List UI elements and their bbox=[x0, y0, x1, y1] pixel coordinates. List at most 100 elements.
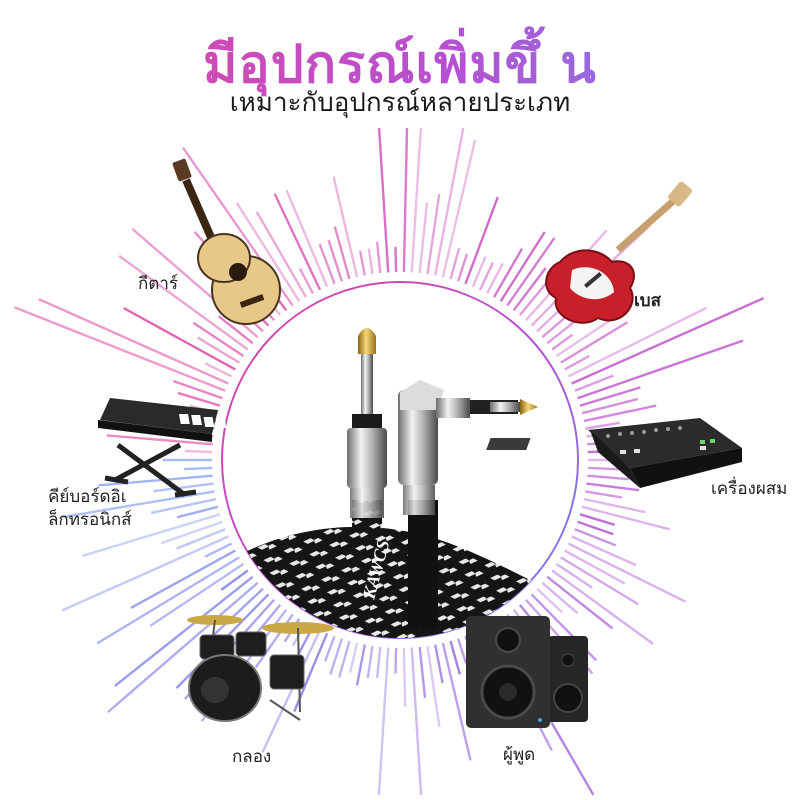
sound-wave-ray bbox=[204, 362, 233, 378]
sound-wave-ray bbox=[418, 202, 429, 274]
sound-wave-ray bbox=[366, 645, 374, 679]
sound-wave-ray bbox=[197, 336, 240, 364]
sound-wave-ray bbox=[574, 374, 614, 392]
label-drums: กลอง bbox=[232, 747, 272, 767]
sound-wave-ray bbox=[130, 549, 236, 609]
mixer-image bbox=[486, 418, 742, 488]
label-guitar: กีตาร์ bbox=[138, 274, 179, 294]
sound-wave-ray bbox=[581, 505, 671, 531]
sound-wave-ray bbox=[499, 231, 546, 302]
label-speaker: ผู้พูด bbox=[503, 745, 536, 765]
sound-wave-ray bbox=[564, 549, 626, 585]
sound-wave-ray bbox=[207, 587, 264, 641]
sound-wave-ray bbox=[298, 268, 314, 294]
sound-wave-ray bbox=[13, 306, 226, 392]
sound-wave-ray bbox=[318, 243, 336, 285]
sound-wave-ray bbox=[273, 193, 322, 291]
sound-wave-ray bbox=[583, 497, 646, 514]
drum-kit-image bbox=[187, 615, 334, 722]
sound-wave-ray bbox=[486, 262, 504, 294]
sound-wave-ray bbox=[426, 645, 441, 728]
sound-wave-ray bbox=[160, 520, 223, 545]
label-keyboard-line2: ล็กทรอนิกส์ bbox=[48, 510, 132, 530]
sound-wave-ray bbox=[546, 575, 614, 630]
electric-guitar-image bbox=[545, 181, 692, 324]
sound-wave-ray bbox=[61, 535, 229, 612]
sound-wave-ray bbox=[577, 520, 614, 536]
sound-wave-ray bbox=[204, 542, 233, 558]
sound-wave-ray bbox=[402, 647, 407, 707]
sound-wave-ray bbox=[441, 642, 472, 761]
sound-wave-ray bbox=[329, 638, 344, 675]
sound-wave-ray bbox=[560, 556, 639, 606]
sound-wave-ray bbox=[456, 253, 469, 282]
sound-wave-ray bbox=[506, 237, 556, 307]
sound-wave-ray bbox=[512, 267, 547, 312]
sound-wave-ray bbox=[375, 241, 382, 274]
sound-wave-ray bbox=[478, 262, 494, 291]
sound-wave-ray bbox=[338, 640, 351, 678]
sound-wave-ray bbox=[402, 127, 409, 273]
sound-wave-ray bbox=[577, 339, 744, 400]
sound-wave-ray bbox=[150, 497, 217, 515]
sound-wave-ray bbox=[585, 421, 620, 430]
sound-wave-ray bbox=[567, 306, 707, 378]
sound-wave-ray bbox=[418, 646, 427, 699]
sound-wave-ray bbox=[38, 298, 229, 385]
sound-wave-ray bbox=[492, 248, 524, 298]
sound-wave-ray bbox=[579, 513, 616, 526]
sound-wave-ray bbox=[434, 644, 444, 684]
sound-wave-ray bbox=[410, 127, 423, 273]
sound-wave-ray bbox=[464, 196, 499, 285]
sound-wave-ray bbox=[220, 569, 249, 591]
sound-wave-ray bbox=[153, 482, 214, 493]
sound-wave-ray bbox=[261, 629, 322, 753]
sound-wave-ray bbox=[571, 535, 637, 567]
sound-wave-ray bbox=[586, 482, 640, 492]
sound-wave-ray bbox=[98, 474, 213, 487]
label-mixer: เครื่องผสม bbox=[711, 479, 788, 499]
sound-wave-ray bbox=[123, 307, 236, 371]
sound-wave-ray bbox=[348, 642, 359, 673]
sound-wave-ray bbox=[217, 315, 254, 345]
sound-wave-ray bbox=[410, 647, 423, 796]
sound-wave-ray bbox=[172, 379, 223, 400]
sound-wave-ray bbox=[255, 211, 308, 298]
sound-wave-ray bbox=[564, 354, 590, 371]
sound-wave-ray bbox=[585, 490, 623, 499]
sound-wave-ray bbox=[327, 239, 344, 282]
sound-wave-ray bbox=[587, 474, 629, 481]
sound-wave-ray bbox=[355, 644, 366, 686]
sound-wave-ray bbox=[567, 542, 686, 603]
sound-wave-ray bbox=[551, 333, 574, 351]
cable-image bbox=[222, 328, 578, 638]
sound-wave-ray bbox=[560, 321, 629, 364]
sound-wave-ray bbox=[192, 321, 245, 357]
sound-wave-ray bbox=[96, 556, 240, 645]
page-title: มีอุปกรณ์เพิ่มขึ้ น bbox=[0, 22, 800, 105]
sound-wave-ray bbox=[107, 581, 259, 714]
sound-wave-ray bbox=[114, 575, 254, 687]
sound-wave-ray bbox=[176, 528, 226, 550]
acoustic-guitar-image bbox=[172, 158, 281, 325]
sound-wave-ray bbox=[579, 386, 641, 407]
sound-wave-ray bbox=[184, 449, 213, 454]
sound-wave-ray bbox=[449, 247, 461, 280]
keyboard-image bbox=[98, 398, 276, 498]
sound-wave-ray bbox=[449, 640, 461, 675]
sound-wave-ray bbox=[332, 176, 359, 278]
sound-wave-ray bbox=[235, 202, 301, 302]
sound-wave-ray bbox=[394, 246, 398, 273]
sound-wave-ray bbox=[324, 635, 336, 662]
sound-wave-ray bbox=[106, 434, 213, 446]
label-keyboard-line1: คีย์บอร์ดอิเ bbox=[48, 487, 127, 507]
sound-wave-ray bbox=[358, 250, 366, 276]
sound-wave-ray bbox=[367, 248, 374, 275]
sound-wave-ray bbox=[571, 297, 765, 385]
sound-wave-ray bbox=[177, 391, 221, 407]
sound-wave-ray bbox=[574, 528, 617, 547]
sound-wave-ray bbox=[583, 404, 657, 423]
sound-wave-ray bbox=[176, 505, 219, 519]
